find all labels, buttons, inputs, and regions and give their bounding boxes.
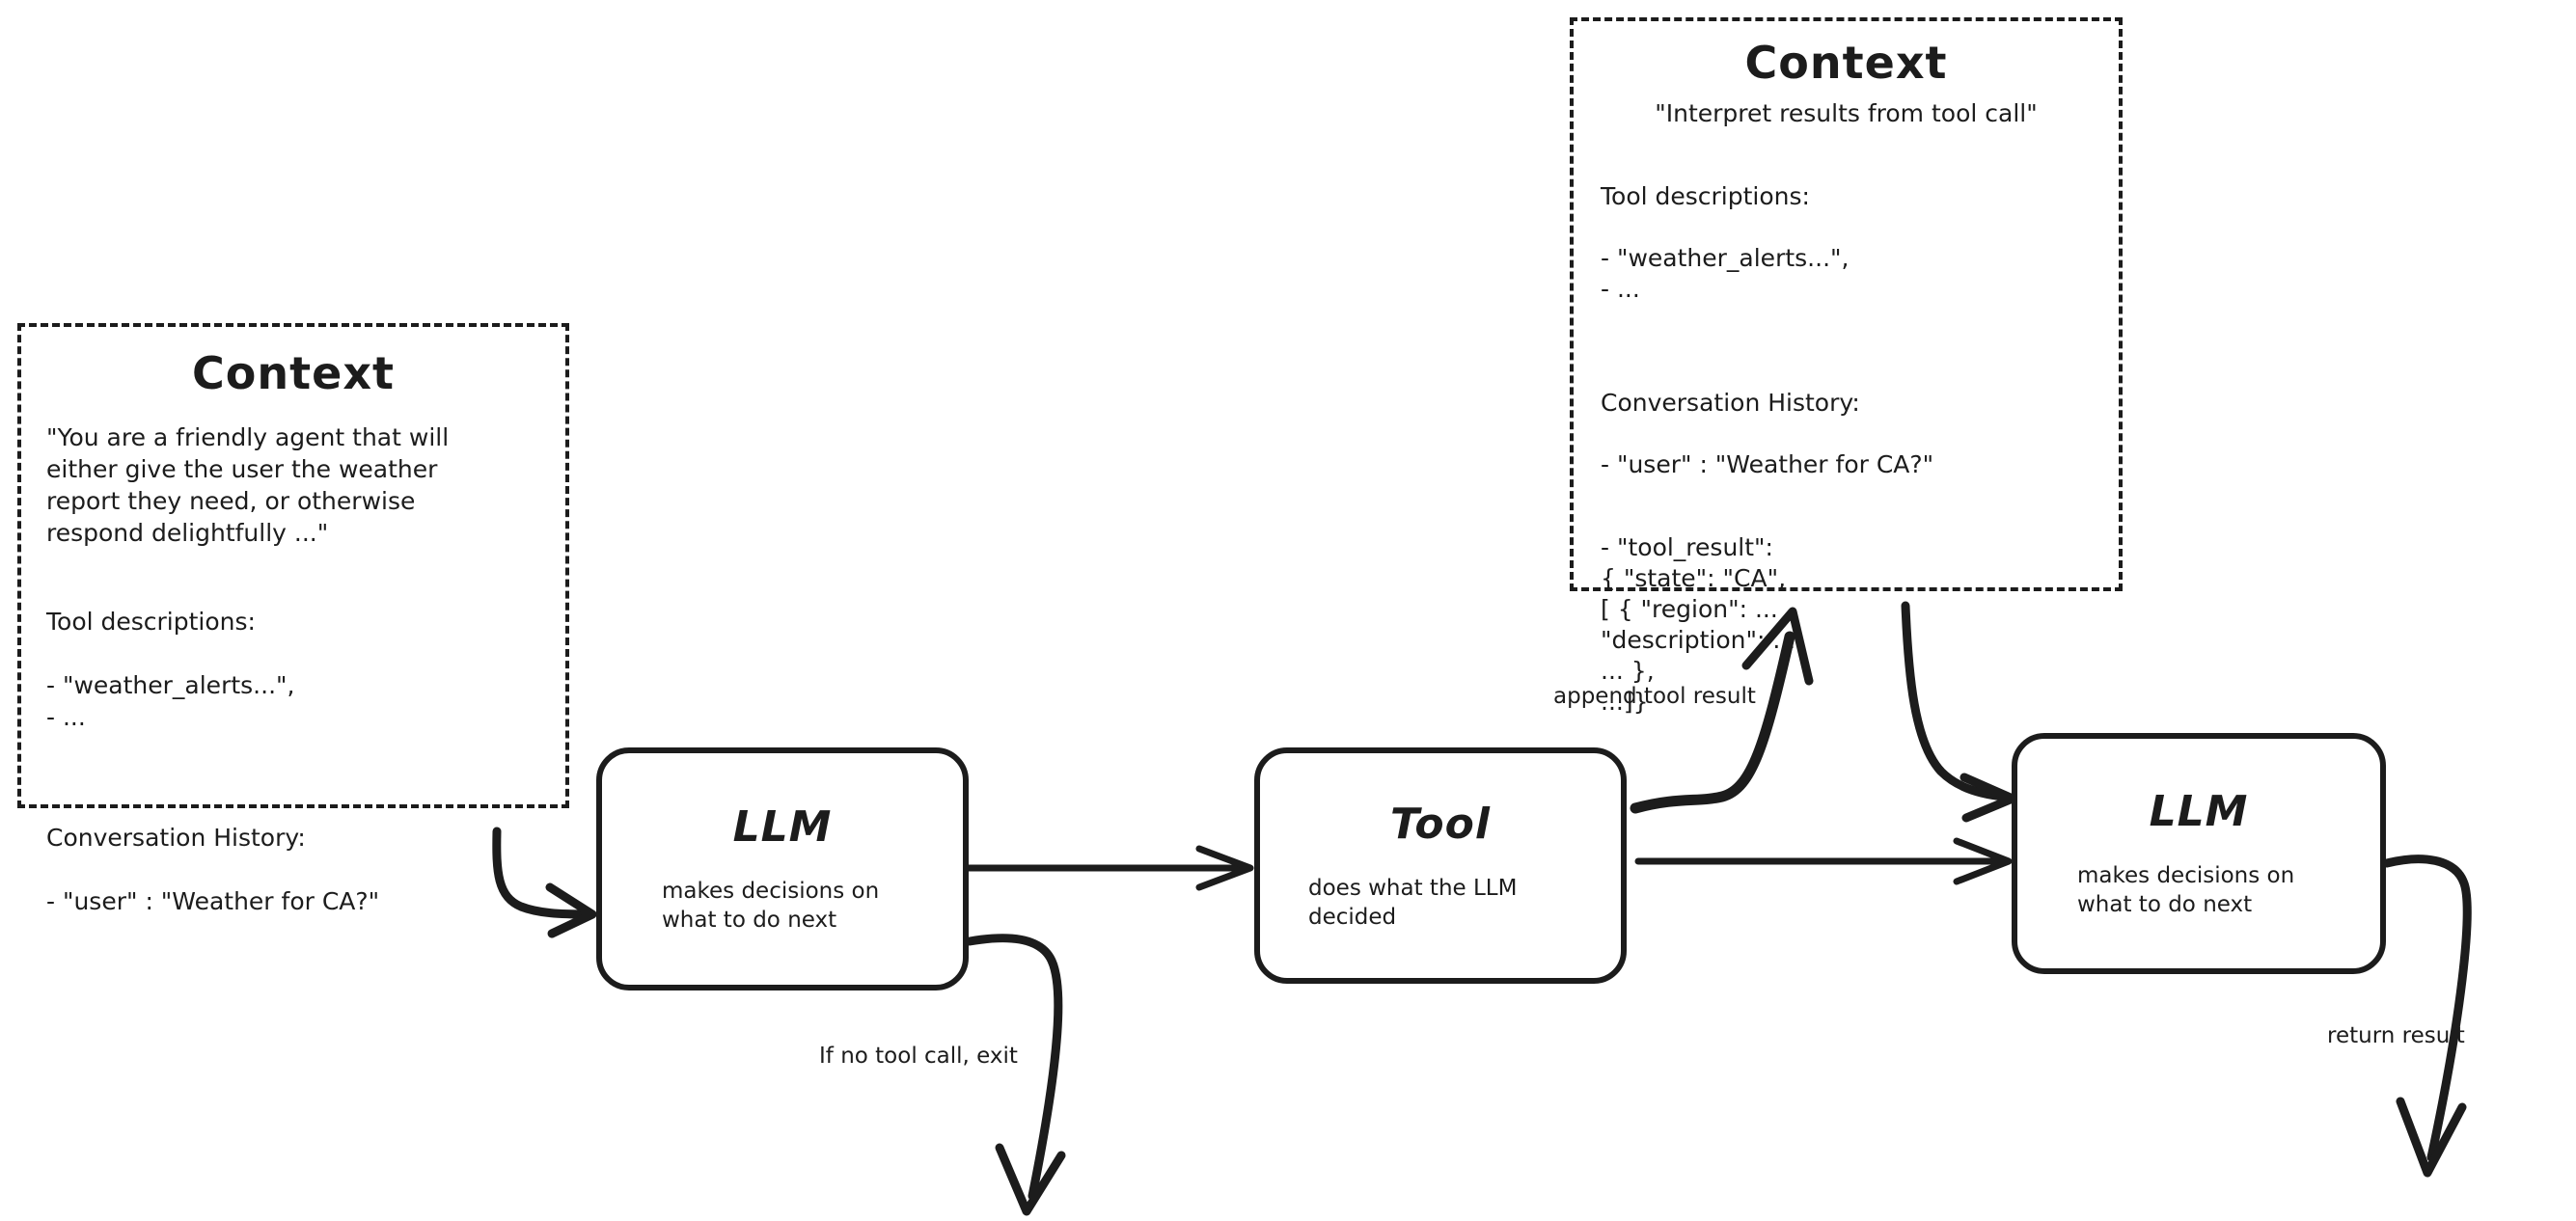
edge-label-if-no-tool-call-exit: If no tool call, exit (819, 1044, 1018, 1069)
node-llm-first[interactable]: LLM makes decisions on what to do next (596, 747, 969, 990)
context-right-tool-descriptions-heading: Tool descriptions: (1601, 182, 1810, 210)
context-right-conversation-history: Conversation History: - "user" : "Weathe… (1601, 357, 2092, 511)
context-right-tool-descriptions: Tool descriptions: - "weather_alerts..."… (1601, 150, 2092, 336)
node-llm-second[interactable]: LLM makes decisions on what to do next (2012, 733, 2386, 974)
edge-label-return-result: return result (2327, 1023, 2465, 1048)
node-tool-title: Tool (1390, 799, 1491, 849)
context-left-tool-descriptions-items: - "weather_alerts...", - ... (46, 671, 295, 731)
context-left-tool-descriptions-heading: Tool descriptions: (46, 608, 256, 636)
context-left-title: Context (192, 347, 395, 399)
context-right-body: "Interpret results from tool call" Tool … (1601, 98, 2092, 718)
arrow-llm2-return-head (2396, 1097, 2467, 1178)
context-left-conversation-history: Conversation History: - "user" : "Weathe… (46, 790, 540, 949)
node-llm-second-subtitle: makes decisions on what to do next (2077, 863, 2295, 917)
context-left-conversation-history-items: - "user" : "Weather for CA?" (46, 887, 380, 915)
context-right-tool-descriptions-items: - "weather_alerts...", - ... (1601, 244, 1850, 303)
context-box-after-tool: Context "Interpret results from tool cal… (1570, 17, 2123, 716)
node-llm-first-title: LLM (732, 802, 833, 852)
edge-label-append-tool-result: append tool result (1553, 684, 1756, 709)
context-left-tool-descriptions: Tool descriptions: - "weather_alerts..."… (46, 574, 540, 765)
node-tool[interactable]: Tool does what the LLM decided (1254, 747, 1627, 984)
node-llm-first-subtitle: makes decisions on what to do next (662, 879, 880, 933)
context-left-system-prompt: "You are a friendly agent that will eith… (46, 423, 450, 547)
arrow-llm1-exit-head (995, 1143, 1066, 1216)
arrow-context-to-llm2-head (1959, 773, 2017, 823)
context-left-conversation-history-heading: Conversation History: (46, 824, 306, 852)
context-right-title: Context (1744, 37, 1948, 89)
arrow-llm2-return (2382, 855, 2472, 1162)
arrow-llm1-to-tool-head (1195, 845, 1254, 891)
node-llm-second-title: LLM (2149, 787, 2249, 836)
arrow-tool-to-llm2-head (1953, 837, 2013, 885)
context-right-system-prompt: "Interpret results from tool call" (1655, 99, 2038, 127)
context-right-conversation-history-items: - "user" : "Weather for CA?" (1601, 450, 1934, 478)
arrow-context-to-llm1-head (545, 882, 597, 938)
node-tool-subtitle: does what the LLM decided (1308, 875, 1518, 930)
context-right-tool-result: - "tool_result": { "state": "CA", [ { "r… (1601, 533, 1796, 716)
context-box-initial: Context "You are a friendly agent that w… (17, 323, 569, 915)
context-left-body: "You are a friendly agent that will eith… (46, 421, 540, 949)
context-right-conversation-history-heading: Conversation History: (1601, 389, 1860, 417)
